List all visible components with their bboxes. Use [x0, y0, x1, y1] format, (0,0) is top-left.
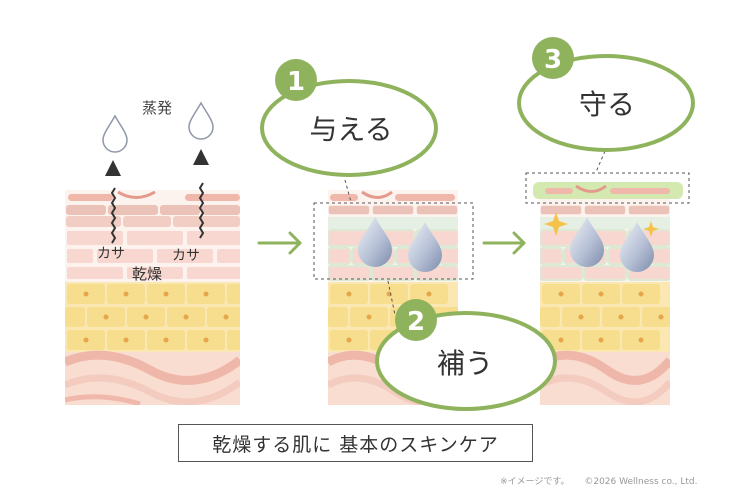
step1-label: 与える [309, 113, 392, 146]
up-arrow-icon [193, 149, 209, 165]
protective-film [533, 182, 683, 199]
footer: ※イメージです。 ©2026 Wellness co., Ltd. [500, 474, 740, 487]
water-droplet-icon [620, 222, 654, 272]
sparkle-icon [544, 212, 568, 236]
dry-skin-block [65, 190, 240, 405]
water-droplet-icon [570, 217, 604, 267]
step2-label: 補う [437, 347, 493, 380]
label-kasa-left: カサ [97, 246, 125, 262]
step2-number: 2 [407, 307, 425, 337]
label-evaporation: 蒸発 [142, 99, 172, 117]
focus-dashed-box-step1 [313, 202, 474, 280]
step3-number-badge [532, 37, 574, 79]
step1-number: 1 [287, 67, 305, 97]
step2-number-badge [395, 299, 437, 341]
footer-note: ※イメージです。 [500, 477, 570, 487]
water-droplet-icon [102, 114, 128, 153]
water-droplet-icon [408, 222, 442, 272]
footer-copyright: ©2026 Wellness co., Ltd. [584, 477, 698, 487]
fat-layer [65, 282, 240, 352]
right-arrow-icon [482, 231, 526, 255]
label-dryness: 乾燥 [132, 265, 162, 283]
up-arrow-icon [105, 160, 121, 176]
step3-number: 3 [544, 45, 562, 75]
label-kasa-right: カサ [172, 248, 200, 264]
step3-label: 守る [579, 88, 635, 121]
evaporation-arrow-right [193, 149, 209, 239]
caption-box: 乾燥する肌に 基本のスキンケア [178, 424, 533, 462]
step1-bubble [260, 79, 438, 177]
right-arrow-icon [257, 231, 302, 255]
evaporation-arrow-left [105, 160, 121, 244]
caption-text: 乾燥する肌に 基本のスキンケア [212, 433, 499, 456]
step3-bubble [517, 54, 695, 152]
sparkle-icon [643, 221, 659, 237]
water-droplet-icon [358, 217, 392, 267]
step1-number-badge [275, 59, 317, 101]
water-droplet-icon [188, 101, 214, 140]
